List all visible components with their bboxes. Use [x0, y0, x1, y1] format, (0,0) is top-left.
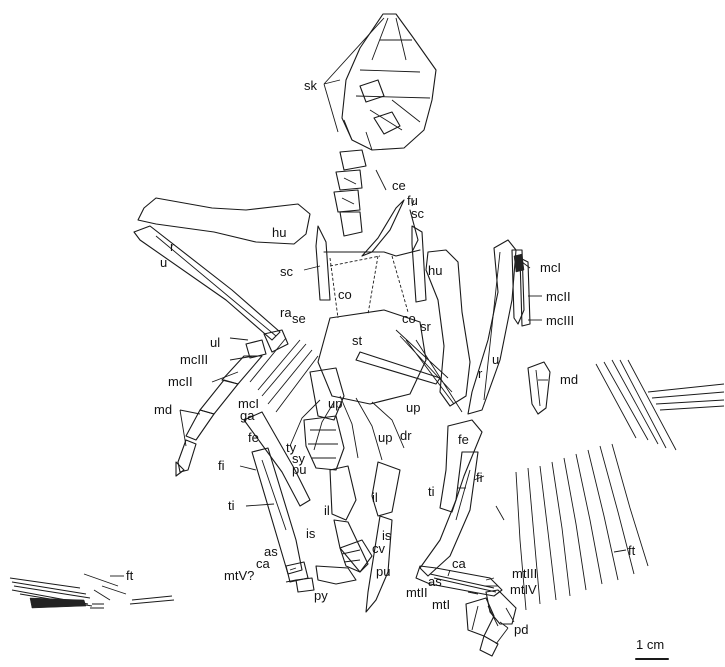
label-mcII-right: mcII [546, 289, 571, 304]
labels: sk ce fu sc hu r u sc co hu mcI mcII mcI… [126, 78, 636, 637]
label-sesamoid: se [292, 311, 306, 326]
right-hindlimb [416, 420, 516, 656]
label-pes-digit: pd [514, 622, 528, 637]
label-fibula-right: fi [476, 470, 483, 485]
label-feathers-right: ft [628, 543, 636, 558]
label-uncinate-right: up [406, 400, 420, 415]
label-mtV: mtV? [224, 568, 254, 583]
label-coracoid-right: co [402, 311, 416, 326]
label-ischium-left: is [306, 526, 316, 541]
label-dorsal-rib: dr [400, 428, 412, 443]
label-caudal-vertebrae: cv [372, 541, 386, 556]
label-sternum: st [352, 333, 363, 348]
scale-bar-label: 1 cm [636, 637, 664, 652]
label-sternal-rib: sr [420, 319, 432, 334]
label-mcII-left: mcII [168, 374, 193, 389]
label-mcIII-left: mcIII [180, 352, 208, 367]
label-cervical: ce [392, 178, 406, 193]
label-femur-left: fe [248, 430, 259, 445]
label-pubis-right: pu [376, 564, 390, 579]
label-radiale: ra [280, 305, 292, 320]
label-femur-right: fe [458, 432, 469, 447]
label-ulna-right: u [492, 352, 499, 367]
label-humerus-right: hu [428, 263, 442, 278]
label-radius-left: r [170, 239, 175, 254]
label-tibiotarsus-right: ti [428, 484, 435, 499]
label-astragalus-right: as [428, 574, 442, 589]
label-mtII: mtII [406, 585, 428, 600]
label-mcIII-right: mcIII [546, 313, 574, 328]
label-ilium-left: il [324, 503, 330, 518]
label-fibula-left: fi [218, 458, 225, 473]
label-feathers-left: ft [126, 568, 134, 583]
label-skull: sk [304, 78, 318, 93]
label-mtI: mtI [432, 597, 450, 612]
label-mtIV: mtIV [510, 582, 537, 597]
label-tibiotarsus-left: ti [228, 498, 235, 513]
label-mcI-right: mcI [540, 260, 561, 275]
label-mtIII: mtIII [512, 566, 537, 581]
label-uncinate-lower: up [378, 430, 392, 445]
label-coracoid-left: co [338, 287, 352, 302]
label-ulna-left: u [160, 255, 167, 270]
label-scapula-right: sc [411, 206, 425, 221]
label-md-left: md [154, 402, 172, 417]
label-scapula-left: sc [280, 264, 294, 279]
right-wing [426, 240, 550, 414]
shoulder-girdle [316, 200, 426, 318]
feathers-left [10, 574, 174, 608]
skull [342, 14, 436, 150]
label-uncinate-left: up [328, 396, 342, 411]
label-pygostyle: py [314, 588, 328, 603]
scale-bar: 1 cm [636, 637, 668, 659]
label-calcaneum-right: ca [452, 556, 467, 571]
label-radius-right: r [478, 366, 483, 381]
label-ilium-right: il [372, 490, 378, 505]
cervical-vertebrae [334, 150, 366, 236]
label-md-right: md [560, 372, 578, 387]
label-pubis-left: pu [292, 462, 306, 477]
label-humerus-left: hu [272, 225, 286, 240]
label-calcaneum-left: ca [256, 556, 271, 571]
label-ulnare: ul [210, 335, 220, 350]
label-gastralia: ga [240, 408, 255, 423]
